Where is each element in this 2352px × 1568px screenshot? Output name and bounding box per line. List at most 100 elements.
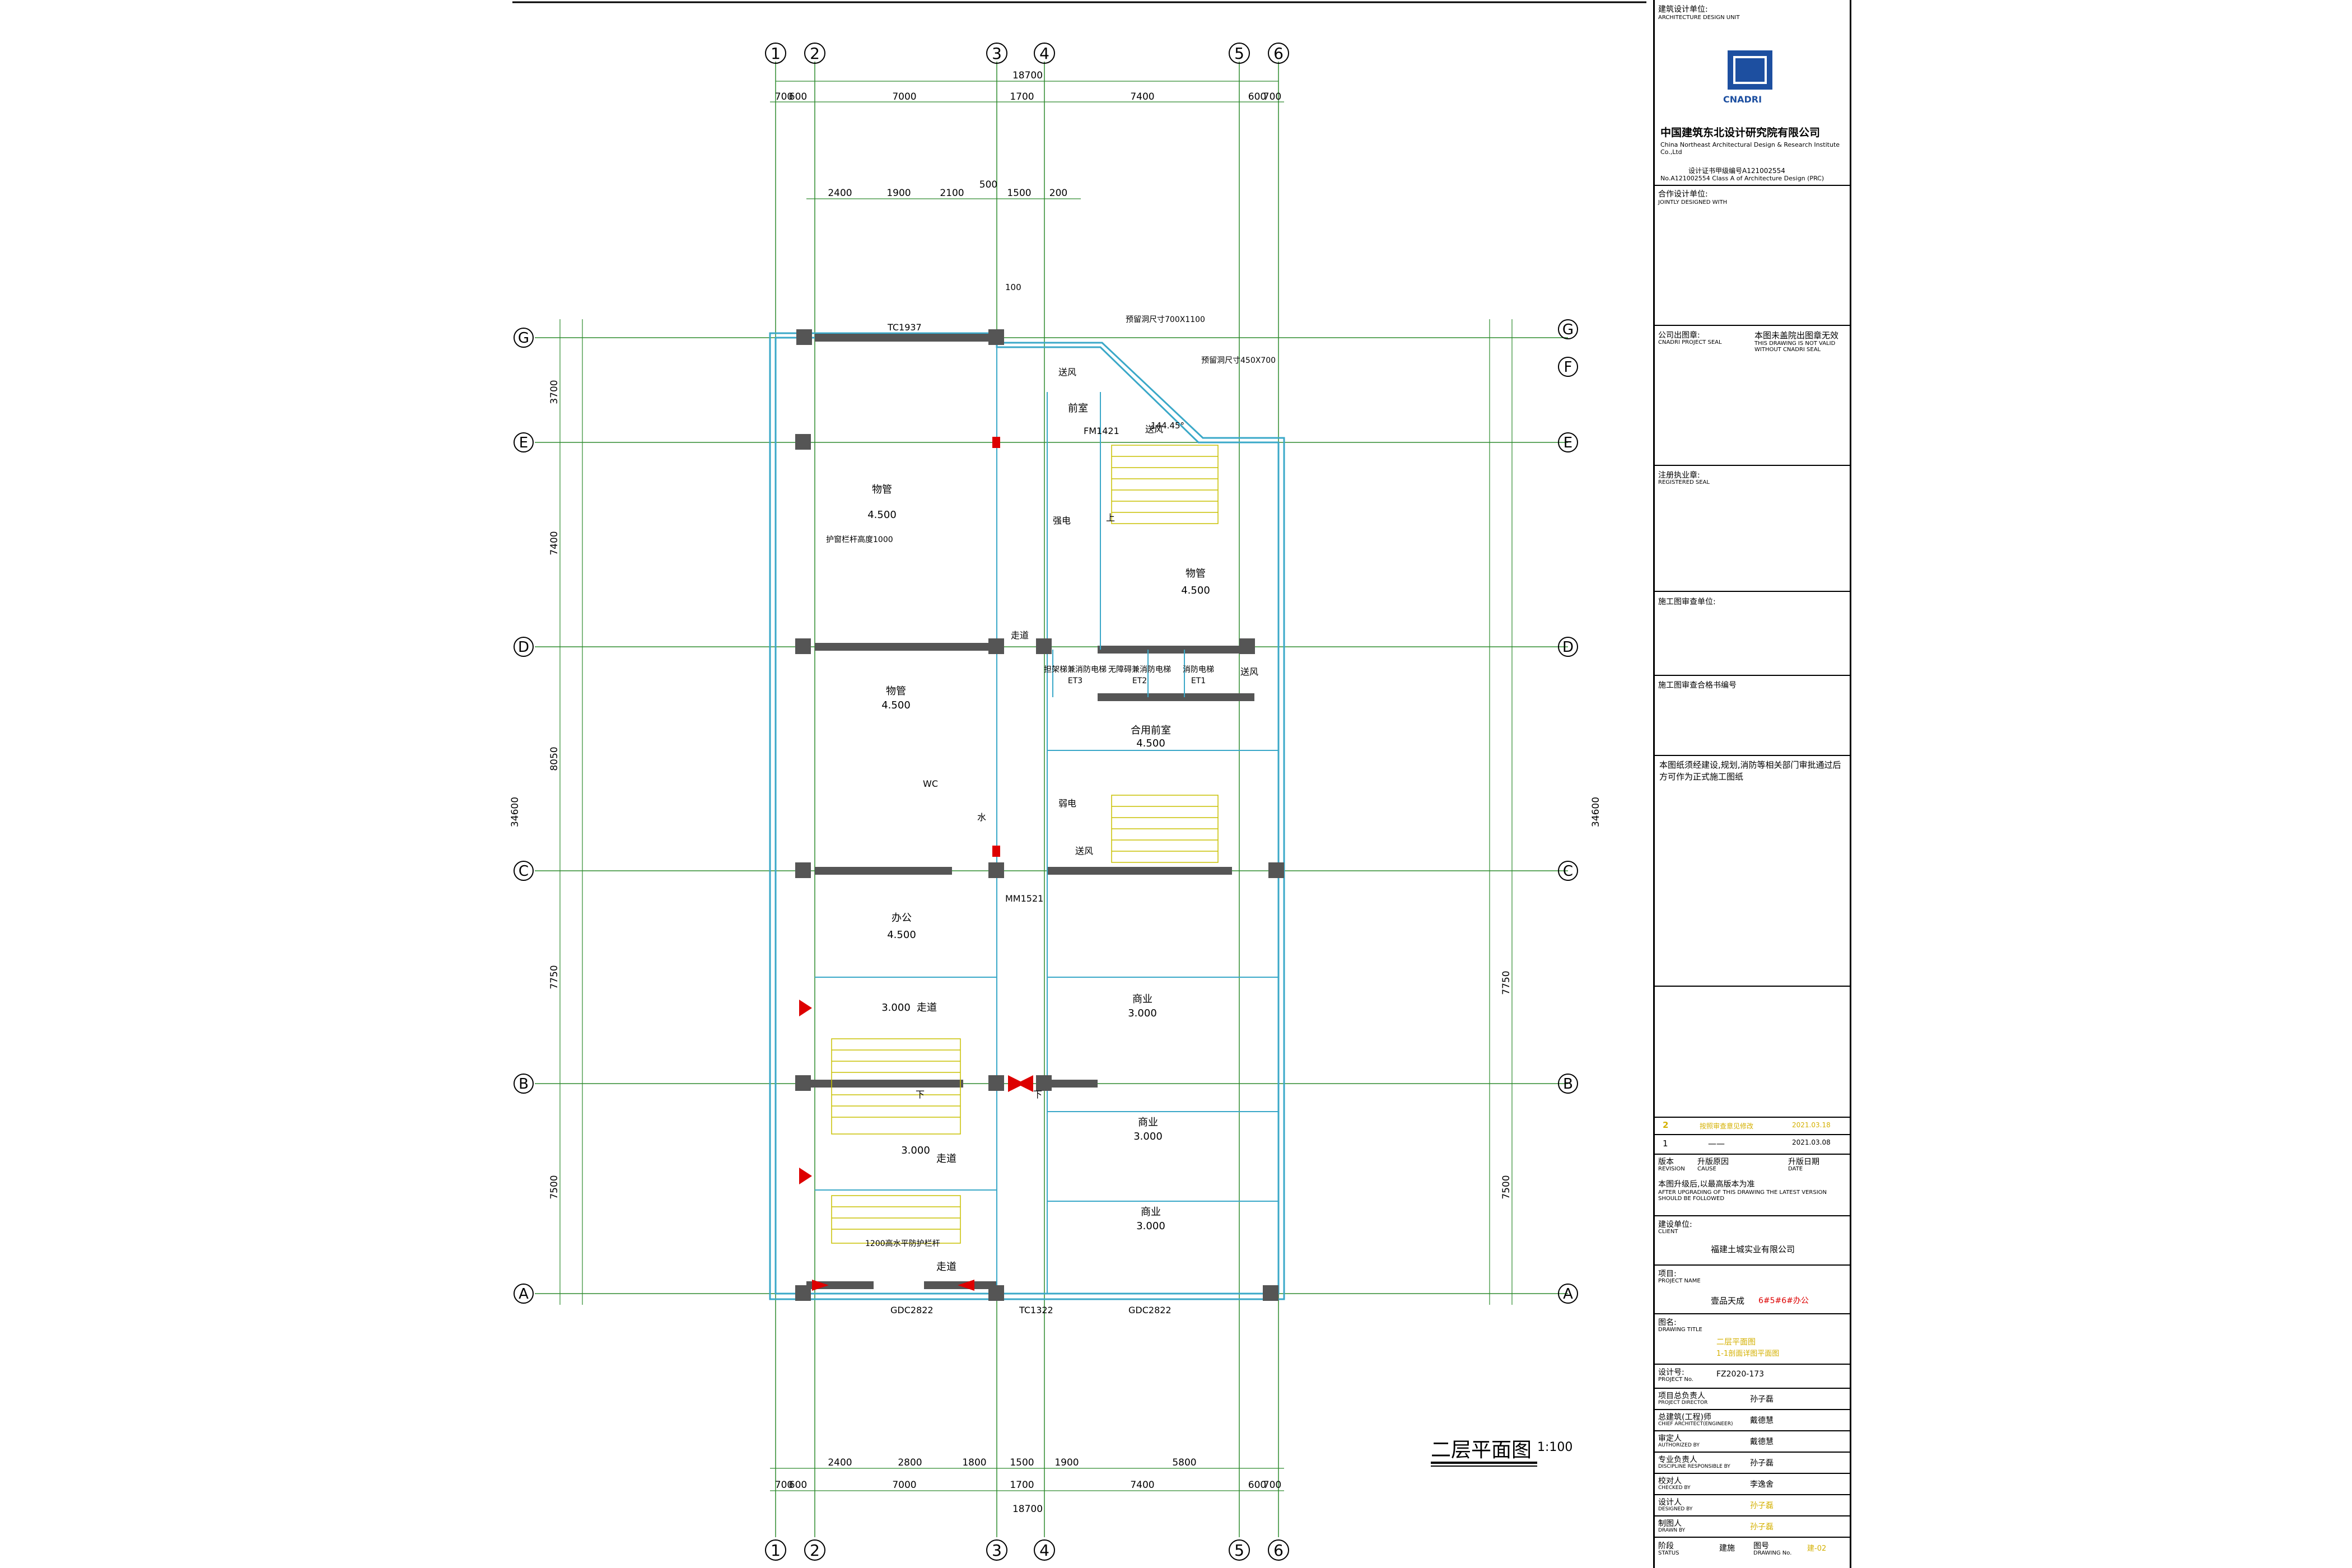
sign-role-2-en: CHIEF ARCHITECT(ENGINEER)	[1658, 1421, 1733, 1427]
drawing-no-label-en: DRAWING No.	[1753, 1550, 1792, 1556]
label-stairs-up: 上	[1106, 512, 1115, 523]
project-no-label-en: PROJECT No.	[1658, 1376, 1693, 1383]
dim-left-1: 3700	[549, 380, 560, 404]
drawing-no-value: 建-02	[1807, 1544, 1827, 1553]
plan-title-underline-thin	[1431, 1466, 1537, 1467]
room-elev-12: 3.000	[1136, 1220, 1165, 1232]
seal-note: 本图未盖院出图章无效	[1754, 330, 1839, 340]
drawing-no-label: 图号	[1753, 1542, 1769, 1551]
axis-A-left: A	[519, 1286, 529, 1303]
logo-text: CNADRI	[1723, 94, 1762, 105]
tb-divider-rev-2	[1655, 1117, 1850, 1118]
dim-top-1: 700	[775, 91, 793, 102]
room-label-5: 合用前室	[1131, 725, 1171, 736]
axis-G-left: G	[518, 330, 529, 347]
dim-overall-width-bottom: 18700	[1012, 1504, 1043, 1515]
axis-4-top: 4	[1039, 44, 1049, 63]
axis-bubbles-side: G E D C B A G F E D C B A	[514, 319, 1578, 1304]
dim-bottom-2: 2800	[898, 1457, 922, 1468]
sign-name-5: 李逸舍	[1750, 1480, 1774, 1489]
axis-E-right: E	[1564, 435, 1572, 451]
dim-top-2: 600	[789, 91, 807, 102]
axis-3-top: 3	[992, 44, 1002, 63]
rev-hdr-cause: 升版原因	[1697, 1158, 1729, 1166]
axis-E-left: E	[519, 435, 528, 451]
room-label-1: 物管	[872, 484, 892, 496]
dim-overall-depth-left: 34600	[510, 797, 521, 827]
label-angle: 144.45°	[1151, 421, 1184, 431]
axis-bubbles-top: 1 2 3 4 5 6	[765, 43, 1289, 64]
dim-bottom2-4: 1700	[1010, 1480, 1034, 1491]
dim-bottom2-1: 700	[775, 1480, 793, 1491]
misc-labels: 送风 送风 送风 送风 强电 弱电 走道 下 下 上 水 WC TC1937 F…	[826, 282, 1276, 1315]
room-label-9: 走道	[936, 1261, 956, 1273]
rev-hdr-date-en: DATE	[1788, 1166, 1803, 1172]
project-no-value: FZ2020-173	[1716, 1370, 1765, 1379]
tb-divider-sign-1	[1655, 1409, 1850, 1410]
tb-divider-sign-4	[1655, 1473, 1850, 1474]
elevator-name-1: 消防电梯	[1183, 665, 1214, 674]
tb-divider-rev-table	[1655, 986, 1850, 987]
room-elev-11: 3.000	[1133, 1131, 1163, 1142]
elevator-code-1: ET1	[1191, 676, 1206, 685]
cert-number: 设计证书甲级编号A121002554	[1688, 167, 1785, 175]
project-value-2: 6#5#6#办公	[1758, 1296, 1809, 1305]
seal-note-en: THIS DRAWING IS NOT VALID WITHOUT CNADRI…	[1754, 340, 1836, 353]
dim-right-5: 7500	[1501, 1175, 1512, 1199]
sign-role-4-en: DISCIPLINE RESPONSIBLE BY	[1658, 1464, 1730, 1469]
dim-overall-width-top: 18700	[1012, 70, 1043, 81]
axis-A-right: A	[1563, 1286, 1573, 1303]
dim-left-2: 7400	[549, 531, 560, 555]
dim-top-5: 7400	[1130, 91, 1154, 102]
sign-name-7: 孙子磊	[1750, 1523, 1774, 1532]
rev-hdr-no-en: REVISION	[1658, 1166, 1685, 1172]
dim-overall-depth-right: 34600	[1590, 797, 1602, 827]
room-elev-4: 4.500	[887, 929, 916, 941]
status-value: 建施	[1719, 1544, 1735, 1553]
rev-hdr-cause-en: CAUSE	[1697, 1166, 1716, 1172]
elevator-code-3: ET3	[1068, 676, 1082, 685]
dim-second-3: 2100	[940, 188, 964, 199]
title-block: 建筑设计单位: ARCHITECTURE DESIGN UNIT CNADRI …	[1653, 0, 1851, 1568]
room-elev-7: 3.000	[881, 1002, 911, 1014]
elevator-name-2: 无障碍兼消防电梯	[1108, 665, 1171, 674]
label-fresh-air-2: 送风	[1145, 424, 1163, 435]
dimension-texts: 18700 700 600 7000 1700 7400 600 700 240…	[775, 70, 1281, 1515]
sign-role-5: 校对人	[1658, 1477, 1682, 1486]
company-name-en: China Northeast Architectural Design & R…	[1660, 141, 1840, 156]
sign-name-3: 戴德慧	[1750, 1438, 1774, 1446]
label-wc: WC	[923, 778, 938, 789]
client-label: 建设单位:	[1658, 1220, 1692, 1229]
label-window-tc1937: TC1937	[887, 322, 922, 333]
sign-name-4: 孙子磊	[1750, 1459, 1774, 1468]
project-value: 壹品天成	[1711, 1296, 1745, 1306]
seal-label-en: CNADRI PROJECT SEAL	[1658, 339, 1722, 346]
dim-second-5: 200	[1049, 188, 1067, 199]
label-stair-rail: 1200高水平防护栏杆	[865, 1239, 940, 1248]
rev-cause-2: 按照审查意见修改	[1700, 1122, 1754, 1130]
sign-name-2: 戴德慧	[1750, 1416, 1774, 1425]
room-label-8: 走道	[936, 1153, 956, 1165]
label-fresh-air-3: 送风	[1240, 666, 1258, 677]
tb-divider-review-no	[1655, 675, 1850, 676]
drawing-title-value: 二层平面图	[1716, 1338, 1756, 1347]
room-label-10: 商业	[1132, 993, 1152, 1005]
dim-bottom-5: 1900	[1054, 1457, 1079, 1468]
room-label-4: 办公	[892, 912, 912, 924]
axis-5-bottom: 5	[1234, 1541, 1244, 1560]
sign-role-5-en: CHECKED BY	[1658, 1485, 1691, 1491]
dimension-lines	[559, 81, 1513, 1491]
rev-hdr-date: 升版日期	[1788, 1158, 1819, 1166]
label-corridor: 走道	[1011, 630, 1029, 641]
joint-label-en: JOINTLY DESIGNED WITH	[1658, 199, 1728, 206]
rev-hdr-no: 版本	[1658, 1158, 1674, 1166]
review-no-label: 施工图审查合格书编号	[1658, 681, 1737, 690]
dim-left-4: 7750	[549, 965, 560, 989]
label-weak-elec: 弱电	[1058, 798, 1076, 809]
label-fresh-air: 送风	[1058, 367, 1076, 377]
project-label: 项目:	[1658, 1270, 1677, 1278]
axis-C-left: C	[519, 863, 529, 880]
axis-3-bottom: 3	[992, 1541, 1002, 1560]
label-vent-note-2: 预留洞尺寸450X700	[1201, 356, 1276, 365]
cnadri-logo	[1728, 50, 1772, 90]
